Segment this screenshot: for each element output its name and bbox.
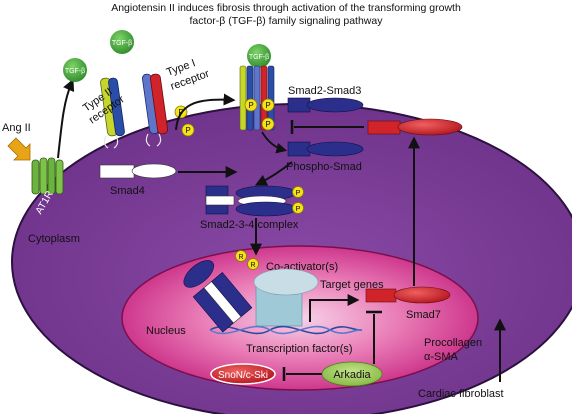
- smad234-complex-icon: P P: [205, 185, 304, 217]
- smad4-icon: [99, 163, 177, 179]
- target-genes-label: Target genes: [320, 279, 384, 291]
- co-activator-shape: [253, 268, 319, 327]
- type-i-receptor-icon: [141, 73, 169, 147]
- receptor-activation-arrow: [175, 93, 236, 131]
- ang-ii-arrow-icon: [7, 137, 31, 161]
- smad7-nuclear-icon: [365, 286, 451, 304]
- smad234-complex-label: Smad2-3-4 complex: [200, 219, 299, 231]
- svg-text:R: R: [250, 262, 255, 269]
- at1r-receptor-icon: [31, 157, 64, 195]
- diagram-title: Angiotensin II induces fibrosis through …: [0, 2, 572, 28]
- cardiac-fibroblast-label: Cardiac fibroblast: [418, 388, 504, 400]
- smad7-cytoplasm-icon: [367, 118, 463, 136]
- procollagen-label: Procollagen: [424, 337, 482, 349]
- receptor-to-smad-arrow: [261, 131, 288, 154]
- title-line-2: factor-β (TGF-β) family signaling pathwa…: [189, 15, 383, 27]
- tgf-beta-ligand-1: TGF-β: [63, 58, 87, 82]
- smad7-label: Smad7: [406, 309, 441, 321]
- phospho-smad-icon: [287, 141, 364, 157]
- tgf-beta-ligand-2: TGF-β: [110, 30, 134, 54]
- phospho-smad-to-complex-arrow: [254, 161, 293, 186]
- smad2-smad3-label: Smad2-Smad3: [288, 85, 361, 97]
- at1r-to-tgf-arrow: [57, 78, 75, 159]
- activated-receptor-complex: P P P: [239, 65, 275, 131]
- target-genes-arrow: [309, 294, 360, 322]
- svg-text:P: P: [185, 126, 190, 135]
- nuclear-phospho-icon: R R: [235, 250, 259, 270]
- tgf-beta-ligand-bound: TGF-β: [247, 44, 271, 68]
- svg-text:TGF-β: TGF-β: [249, 54, 269, 61]
- phospho-smad-label: Phospho-Smad: [286, 161, 362, 173]
- nuclear-smad-complex: [183, 260, 253, 333]
- dna-strand-2: [209, 325, 363, 335]
- cytoplasm-label: Cytoplasm: [28, 233, 80, 245]
- ang-ii-label: Ang II: [2, 122, 31, 134]
- svg-text:P: P: [295, 188, 300, 197]
- transcription-factors-label: Transcription factor(s): [246, 343, 353, 355]
- svg-text:R: R: [238, 254, 243, 261]
- svg-text:TGF-β: TGF-β: [112, 40, 132, 47]
- smad2-smad3-icon: [287, 97, 364, 113]
- title-line-1: Angiotensin II induces fibrosis through …: [111, 2, 461, 14]
- alpha-sma-label: α-SMA: [424, 351, 459, 363]
- arkadia-icon: [321, 361, 383, 387]
- arkadia-label: Arkadia: [333, 369, 371, 381]
- svg-text:TGF-β: TGF-β: [65, 68, 85, 75]
- nucleus-label: Nucleus: [146, 325, 186, 337]
- svg-text:P: P: [265, 101, 270, 110]
- type-ii-receptor-icon: [100, 77, 125, 149]
- svg-text:P: P: [265, 120, 270, 129]
- smad4-label: Smad4: [110, 185, 145, 197]
- svg-text:P: P: [248, 101, 253, 110]
- svg-text:P: P: [295, 204, 300, 213]
- snon-cski-icon: [210, 363, 276, 385]
- snon-cski-label: SnoN/c-Ski: [218, 370, 268, 381]
